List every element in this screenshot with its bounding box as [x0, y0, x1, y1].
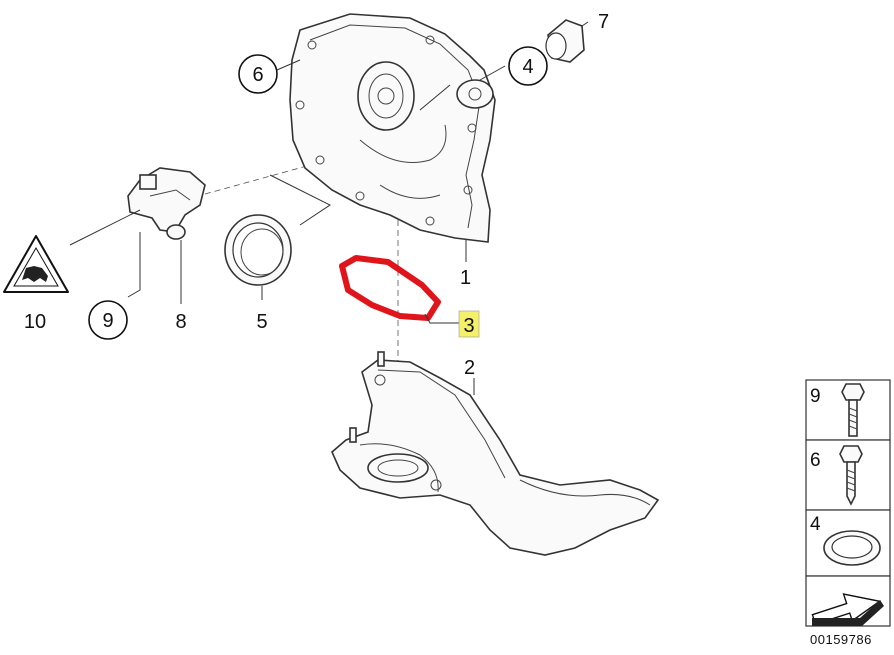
diagram-id: 00159786: [810, 632, 872, 647]
svg-text:4: 4: [522, 56, 533, 78]
gasket-outline: [339, 255, 441, 321]
svg-text:9: 9: [102, 310, 113, 332]
callout-8[interactable]: 8: [175, 311, 186, 333]
oil-pump-part[interactable]: [289, 13, 496, 243]
callout-9[interactable]: 9: [88, 300, 128, 340]
legend-item-4-ring[interactable]: 4: [810, 514, 881, 566]
callout-2[interactable]: 2: [464, 357, 475, 379]
callout-3-highlighted[interactable]: 3: [458, 310, 480, 338]
callout-10[interactable]: 10: [24, 311, 46, 333]
gasket-part-highlighted[interactable]: [339, 255, 441, 321]
arrow-direction-icon: [811, 593, 884, 626]
svg-text:9: 9: [810, 386, 821, 407]
parts-legend: [805, 379, 891, 627]
legend-item-9-bolt[interactable]: 9: [810, 383, 865, 437]
callout-4[interactable]: 4: [508, 46, 548, 86]
oil-strainer-part[interactable]: [331, 351, 660, 556]
callout-7[interactable]: 7: [598, 11, 609, 33]
svg-text:6: 6: [810, 450, 821, 471]
callout-1[interactable]: 1: [460, 267, 471, 289]
crankshaft-sensor-part[interactable]: [127, 167, 206, 240]
callout-6[interactable]: 6: [238, 54, 278, 94]
legend-item-6-bolt[interactable]: 6: [810, 445, 863, 506]
svg-text:4: 4: [810, 514, 821, 535]
svg-text:3: 3: [463, 315, 474, 337]
callout-5[interactable]: 5: [256, 311, 267, 333]
leader-lines: [69, 21, 589, 395]
shaft-seal-part[interactable]: [224, 214, 292, 286]
bushing-part[interactable]: [545, 19, 585, 63]
svg-text:6: 6: [252, 64, 263, 86]
warning-triangle-icon: [3, 235, 69, 293]
